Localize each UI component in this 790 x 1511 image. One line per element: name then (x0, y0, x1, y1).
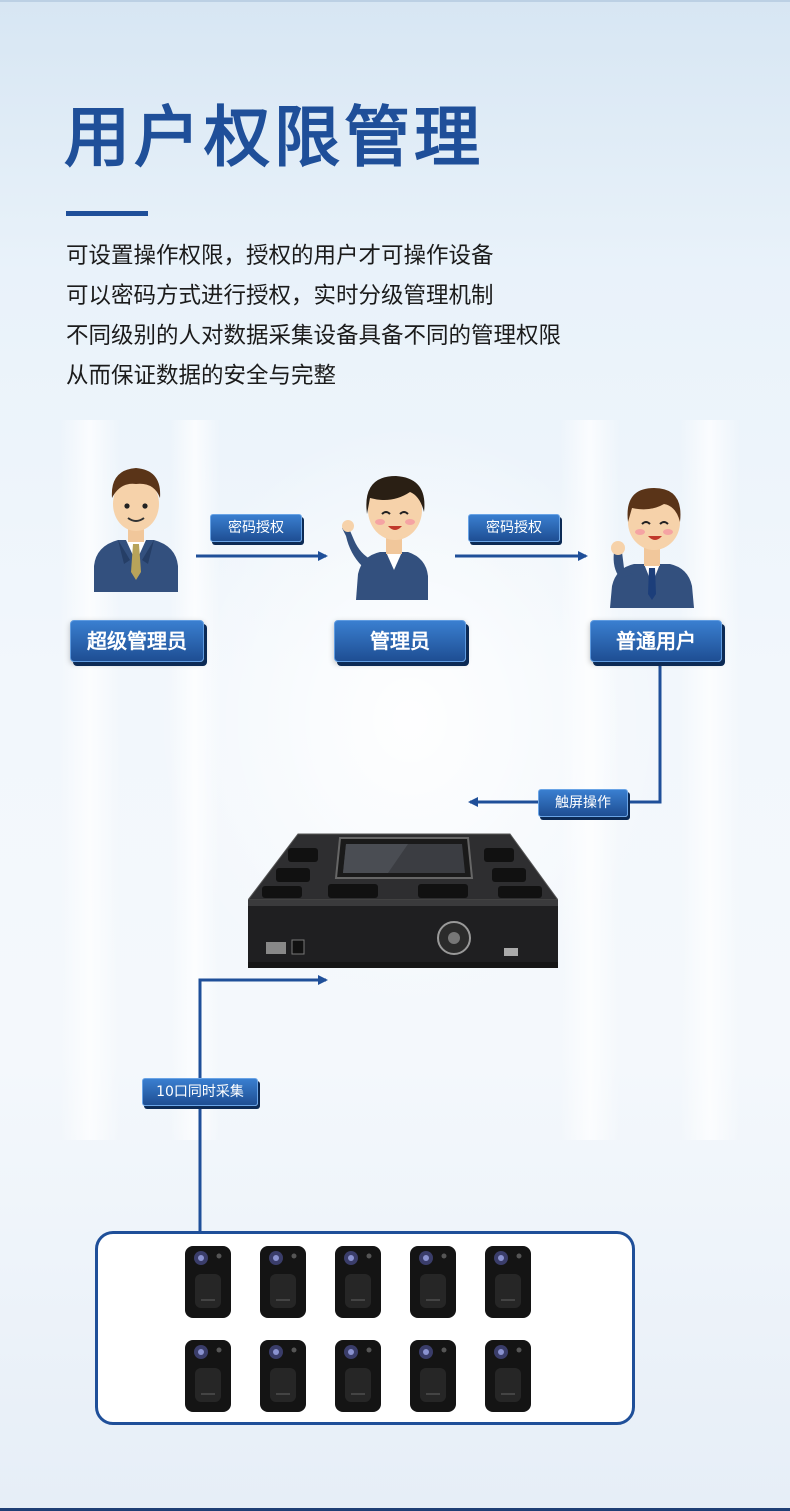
top-border (0, 0, 790, 2)
description-block: 可设置操作权限，授权的用户才可操作设备 可以密码方式进行授权，实时分级管理机制 … (66, 236, 561, 396)
body-camera-icon (483, 1338, 533, 1418)
user-button[interactable]: 普通用户 (590, 620, 722, 662)
description-line: 从而保证数据的安全与完整 (66, 363, 337, 389)
body-camera-icon (258, 1338, 308, 1418)
super-admin-avatar (88, 462, 184, 592)
description-line: 可以密码方式进行授权，实时分级管理机制 (66, 283, 494, 309)
description-line: 可设置操作权限，授权的用户才可操作设备 (66, 243, 494, 269)
background-pillar (60, 420, 120, 1140)
camera-panel (95, 1231, 635, 1425)
touch-arrow (468, 660, 662, 807)
body-camera-icon (183, 1338, 233, 1418)
background-pillar (680, 420, 740, 1140)
body-camera-icon (258, 1244, 308, 1324)
title-underline (66, 211, 148, 216)
workstation-device (246, 830, 559, 974)
auth-tag-1: 密码授权 (210, 514, 302, 542)
bottom-border (0, 1508, 790, 1511)
background-pillar (560, 420, 620, 1140)
user-avatar (600, 482, 700, 608)
body-camera-icon (333, 1338, 383, 1418)
page-title: 用户权限管理 (64, 99, 484, 176)
super-admin-button[interactable]: 超级管理员 (70, 620, 204, 662)
body-camera-icon (333, 1244, 383, 1324)
body-camera-icon (483, 1244, 533, 1324)
body-camera-icon (408, 1338, 458, 1418)
collect-arrow (198, 975, 328, 1231)
body-camera-icon (408, 1244, 458, 1324)
collect-tag: 10口同时采集 (142, 1078, 258, 1106)
admin-button[interactable]: 管理员 (334, 620, 466, 662)
admin-avatar (340, 470, 440, 600)
touch-operation-tag: 触屏操作 (538, 789, 628, 817)
description-line: 不同级别的人对数据采集设备具备不同的管理权限 (66, 323, 562, 349)
body-camera-icon (183, 1244, 233, 1324)
auth-tag-2: 密码授权 (468, 514, 560, 542)
